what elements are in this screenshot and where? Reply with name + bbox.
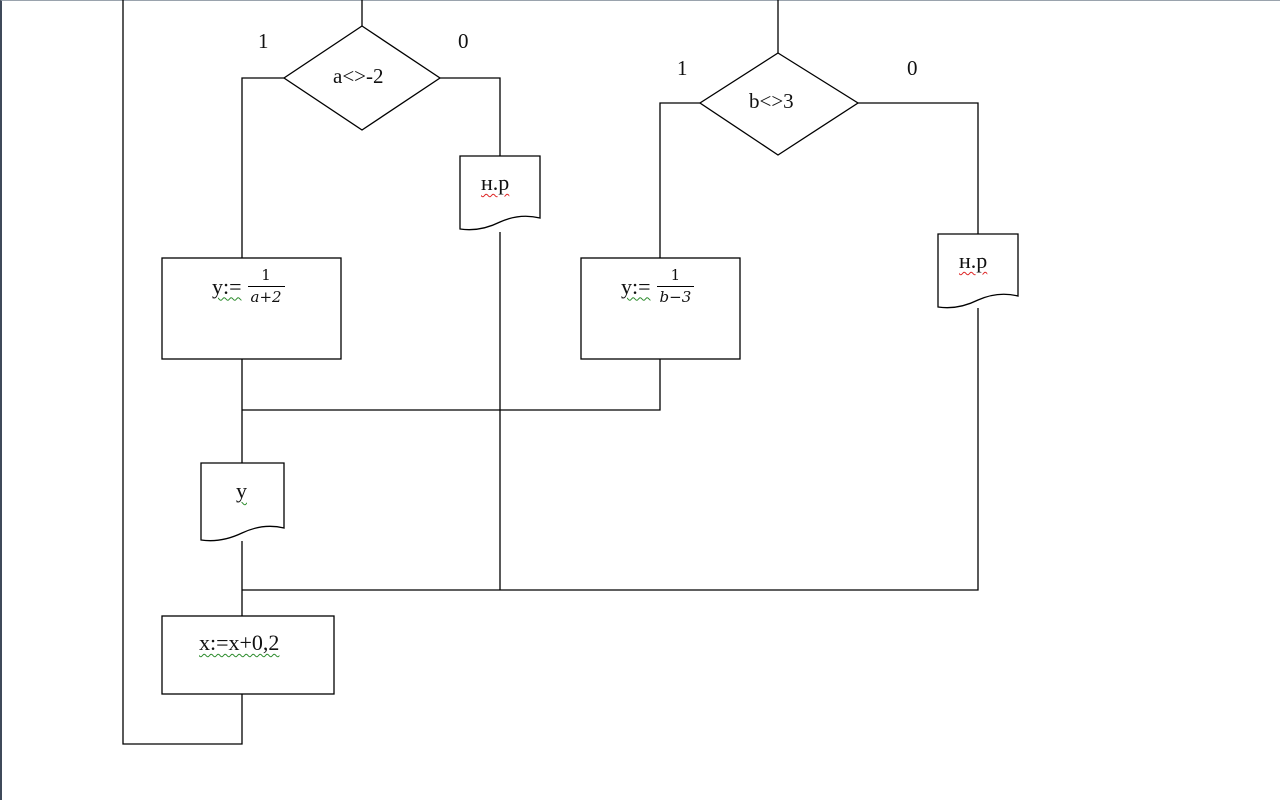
merge-line-y xyxy=(242,359,661,411)
branch-a-true-line xyxy=(241,77,284,258)
decision-b-diamond xyxy=(698,52,860,156)
branch-a-false-line xyxy=(440,77,501,156)
process-b-numerator: 1 xyxy=(670,266,681,284)
decision-a-diamond xyxy=(282,25,442,131)
increment-box xyxy=(161,615,335,695)
process-b-prefix: y:= xyxy=(621,273,651,299)
process-b-fraction: 1 b−3 xyxy=(656,266,695,305)
output-na-b-label: н.р xyxy=(959,248,988,273)
process-a-box xyxy=(161,257,342,360)
process-b-denominator: b−3 xyxy=(656,286,695,305)
output-y-label: y xyxy=(236,478,247,503)
decision-a-condition: a<>-2 xyxy=(333,64,384,88)
process-a-fraction: 1 a+2 xyxy=(247,266,285,305)
process-b-box xyxy=(580,257,741,360)
output-y-shape xyxy=(200,462,285,542)
decision-b-false-label: 0 xyxy=(907,56,918,80)
process-a-numerator: 1 xyxy=(261,266,271,284)
decision-b-true-label: 1 xyxy=(677,56,688,80)
output-na-a-label: н.р xyxy=(481,170,510,195)
connectors xyxy=(122,0,979,745)
decision-a-false-label: 0 xyxy=(458,29,469,53)
process-a-formula: y:= 1 a+2 xyxy=(212,268,285,305)
decision-a-true-label: 1 xyxy=(258,29,269,53)
output-na-b-shape xyxy=(937,233,1019,309)
decision-b-condition: b<>3 xyxy=(749,89,794,113)
na-b-down-line xyxy=(242,308,979,591)
increment-label: x:=x+0,2 xyxy=(199,630,280,655)
output-na-a-shape xyxy=(459,155,541,231)
branch-b-true-line xyxy=(659,102,700,258)
process-a-denominator: a+2 xyxy=(247,286,285,305)
loop-line xyxy=(122,0,243,745)
branch-b-false-line xyxy=(858,102,979,234)
process-b-formula: y:= 1 b−3 xyxy=(621,266,695,305)
process-a-prefix: y:= xyxy=(212,273,242,299)
